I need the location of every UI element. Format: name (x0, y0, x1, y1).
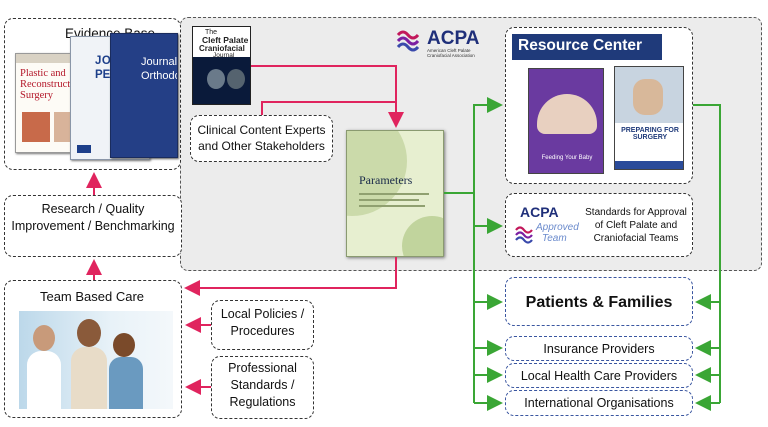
approved-acpa-name: ACPA (520, 204, 559, 220)
approved-ribbon-icon (515, 226, 533, 244)
approved-team-box: ACPA Approved Team Standards for Approva… (505, 193, 693, 257)
approved-label-line1: Approved (536, 222, 579, 233)
professional-standards-box: Professional Standards / Regulations (211, 356, 314, 419)
stakeholders-text: Clinical Content Experts and Other Stake… (197, 123, 326, 154)
cleft-palate-journal-cover: The Cleft Palate Craniofacial Journal (192, 26, 251, 105)
insurance-providers-text: Insurance Providers (543, 342, 655, 356)
team-care-photo (19, 311, 173, 409)
research-text: Research / Quality Improvement / Benchma… (11, 202, 175, 233)
parameters-title: Parameters (359, 173, 413, 187)
approved-label-line2: Team (542, 233, 567, 244)
cleft-journal-line1: The (205, 29, 218, 36)
arrow-stakeholders-to-parameters (261, 101, 396, 115)
arrow-parameters-to-team-care (184, 257, 397, 296)
approved-standards-text: Standards for Approval of Cleft Palate a… (585, 207, 687, 244)
insurance-providers-box: Insurance Providers (505, 336, 693, 361)
cleft-journal-line2: Cleft Palate (202, 35, 249, 45)
international-orgs-box: International Organisations (505, 390, 693, 416)
journal-cover-orthodontics: Journal of Orthodontics (110, 33, 178, 158)
surgery-booklet: PREPARING FOR SURGERY (614, 66, 684, 170)
journal-title-orthodontics: Orthodontics (141, 70, 177, 82)
team-care-box: Team Based Care (4, 280, 182, 418)
resource-center-title: Resource Center (518, 37, 643, 54)
journal-top-orthodontics: Journal of (141, 56, 178, 68)
research-box: Research / Quality Improvement / Benchma… (4, 195, 182, 257)
feeding-booklet-title: Feeding Your Baby (541, 155, 593, 161)
acpa-logo-name: ACPA (427, 28, 480, 49)
local-hcp-box: Local Health Care Providers (505, 363, 693, 388)
team-care-title: Team Based Care (39, 289, 145, 304)
patients-families-text: Patients & Families (525, 294, 673, 311)
professional-standards-text: Professional Standards / Regulations (228, 361, 297, 409)
arrow-parameters-to-approved-team (473, 193, 503, 234)
acpa-ribbon-icon (396, 30, 420, 52)
cleft-journal-line3: Craniofacial (199, 44, 245, 53)
acpa-logo: ACPA American Cleft Palate Craniofacial … (395, 25, 490, 65)
cleft-journal-line4: Journal (213, 52, 235, 59)
parameters-document: Parameters (346, 130, 444, 257)
journal-title-plastic-surgery: Plastic and Reconstructive Surgery (20, 68, 83, 102)
arrow-journal-to-parameters (251, 65, 404, 128)
resource-center-box: Resource Center Feeding Your Baby PREPAR… (505, 27, 693, 184)
feeding-booklet: Feeding Your Baby (528, 68, 604, 174)
patients-families-box: Patients & Families (505, 277, 693, 326)
local-hcp-text: Local Health Care Providers (520, 369, 678, 383)
arrow-resource-to-audiences-right (693, 104, 721, 403)
international-orgs-text: International Organisations (524, 396, 674, 410)
local-policies-box: Local Policies / Procedures (211, 300, 314, 350)
stakeholders-box: Clinical Content Experts and Other Stake… (190, 115, 333, 162)
local-policies-text: Local Policies / Procedures (220, 307, 305, 338)
arrow-parameters-to-resource-center (444, 97, 503, 194)
resource-center-banner: Resource Center (512, 34, 662, 60)
surgery-booklet-title: PREPARING FOR SURGERY (621, 127, 679, 141)
acpa-logo-subtitle: American Cleft Palate Craniofacial Assoc… (427, 48, 475, 58)
